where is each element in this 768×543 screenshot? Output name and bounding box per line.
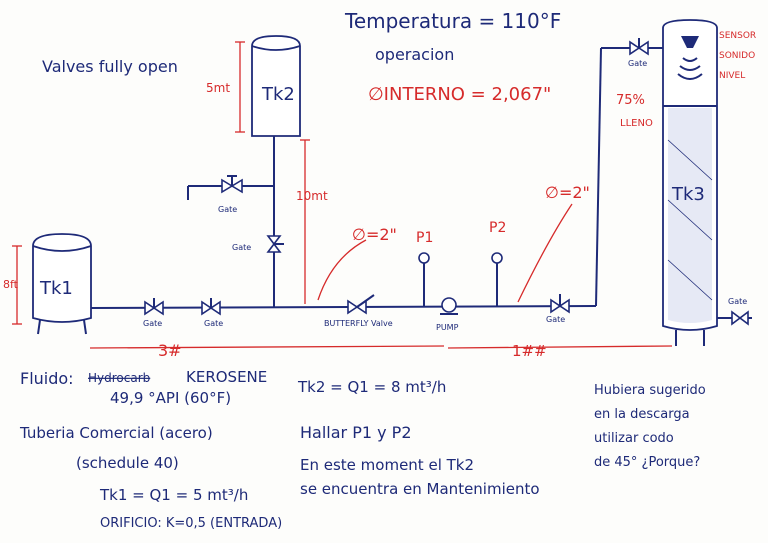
- sensor-label-1: SENSOR: [719, 31, 756, 41]
- gate-valve-top-label: Gate: [628, 59, 647, 68]
- gate-valve-1: [144, 298, 164, 316]
- tank-3: Tk3: [662, 19, 718, 346]
- fluid-label: Fluido:: [20, 369, 74, 388]
- maintenance-note-2: se encuentra en Mantenimiento: [300, 480, 540, 498]
- gate-valve-2: [201, 298, 221, 316]
- branch-gate-valve: [221, 175, 243, 194]
- dia-left-leader: [317, 239, 367, 301]
- tank-1: Tk1: [32, 233, 92, 335]
- level-sensor: [677, 36, 703, 80]
- question-line-3: utilizar codo: [594, 431, 674, 446]
- gate-valve-3: [550, 294, 570, 314]
- tank-2-body: [251, 35, 301, 137]
- pump: [440, 297, 458, 315]
- maintenance-note-1: En este moment el Tk2: [300, 456, 474, 474]
- outlet-gate-valve: [731, 310, 749, 326]
- tank-1-body: [32, 233, 92, 323]
- question-line-2: en la descarga: [594, 407, 690, 422]
- api-value: 49,9 °API (60°F): [110, 389, 231, 407]
- valves-open-note: Valves fully open: [42, 57, 178, 76]
- question-line-4: de 45° ¿Porque?: [594, 455, 700, 470]
- tank-2-height-label: 5mt: [206, 81, 230, 95]
- level-percent: 75%: [616, 93, 645, 108]
- dia-right-label: ∅=2": [545, 183, 590, 202]
- internal-diameter-label: ∅INTERNO = 2,067": [368, 84, 551, 105]
- tk2-flow-note: Tk2 = Q1 = 8 mt³/h: [297, 378, 446, 396]
- gate-valve-2-label: Gate: [204, 319, 223, 328]
- fluid-value: KEROSENE: [186, 368, 267, 386]
- dia-left-label: ∅=2": [352, 225, 397, 244]
- temperature-label: Temperatura = 110°F: [344, 9, 561, 33]
- right-run-line: [447, 345, 673, 349]
- tk1-flow-note: Tk1 = Q1 = 5 mt³/h: [99, 486, 248, 504]
- gate-valve-3-label: Gate: [546, 315, 565, 324]
- discharge-riser: [595, 47, 602, 307]
- branch-gate-label: Gate: [218, 205, 237, 214]
- p1-label: P1: [416, 230, 433, 246]
- gate-valve-top: [629, 38, 649, 56]
- tank-2: Tk2: [251, 35, 301, 137]
- pressure-gauge-p1: [418, 252, 430, 306]
- p2-label: P2: [489, 220, 506, 236]
- gate-valve-1-label: Gate: [143, 319, 162, 328]
- riser-gate-valve: [266, 235, 284, 253]
- outlet-gate-label: Gate: [728, 297, 747, 306]
- tank-2-label: Tk2: [261, 84, 295, 105]
- fluid-struck: Hydrocarb: [88, 371, 150, 385]
- pump-label: PUMP: [436, 323, 459, 332]
- tank-3-hatch-1: [667, 139, 713, 181]
- tubing-note: Tuberia Comercial (acero): [19, 424, 213, 442]
- tank-1-top: [32, 245, 92, 252]
- level-word: LLENO: [620, 118, 653, 129]
- riser-gate-label: Gate: [232, 243, 251, 252]
- find-note: Hallar P1 y P2: [300, 423, 412, 442]
- pressure-gauge-p2: [491, 252, 503, 306]
- tank-3-hatch-3: [667, 259, 713, 301]
- tank-1-label: Tk1: [39, 278, 73, 299]
- sensor-label-2: SONIDO: [719, 51, 755, 61]
- tank-1-height-label: 8ft: [3, 278, 19, 291]
- butterfly-valve: [347, 294, 375, 315]
- tank-3-hatch-2: [667, 199, 713, 241]
- sensor-label-3: NIVEL: [719, 71, 745, 81]
- orifice-note: ORIFICIO: K=0,5 (ENTRADA): [100, 516, 282, 531]
- question-line-1: Hubiera sugerido: [594, 383, 706, 398]
- left-run-line: [89, 345, 445, 349]
- schedule-note: (schedule 40): [76, 454, 179, 472]
- main-pipe: [90, 305, 597, 309]
- operation-label: operacion: [375, 45, 454, 64]
- tank-3-liquid: [668, 108, 712, 323]
- riser-height-label: 10mt: [296, 189, 328, 203]
- right-run-label: 1##: [512, 342, 547, 360]
- dia-right-leader: [517, 203, 573, 303]
- tank-2-top: [251, 45, 301, 51]
- left-run-label: 3#: [158, 341, 182, 360]
- butterfly-valve-label: BUTTERFLY Valve: [324, 319, 393, 328]
- tank-3-label: Tk3: [671, 184, 705, 205]
